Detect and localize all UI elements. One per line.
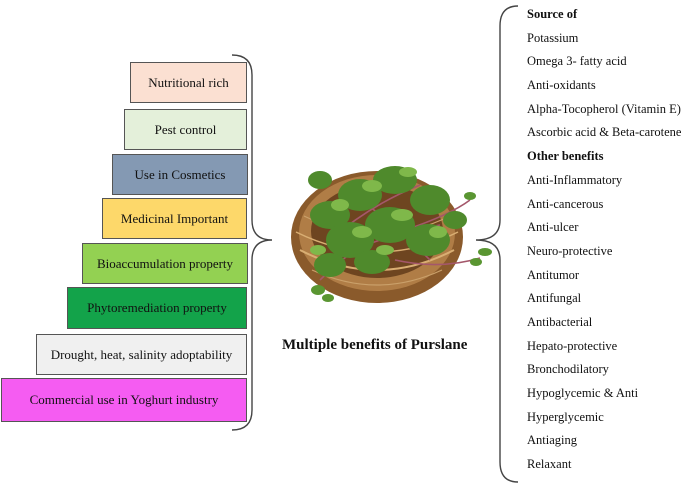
list-item: Antifungal: [527, 291, 582, 306]
list-header: Other benefits: [527, 149, 604, 164]
list-item: Anti-oxidants: [527, 78, 596, 93]
list-item: Potassium: [527, 30, 579, 45]
list-item: Antiaging: [527, 433, 577, 448]
list-header: Source of: [527, 7, 578, 21]
box-nutritional-rich: Nutritional rich: [130, 62, 247, 103]
list-item: Ascorbic acid & Beta-carotene: [527, 125, 682, 140]
box-phytoremediation-property: Phytoremediation property: [67, 287, 247, 329]
list-item: Alpha-Tocopherol (Vitamin E): [527, 101, 681, 116]
list-item: Bronchodilatory: [527, 362, 609, 377]
list-item: Anti-cancerous: [527, 196, 604, 211]
list-item: Omega 3- fatty acid: [527, 54, 627, 69]
list-item: Hepato-protective: [527, 338, 618, 353]
list-item: Anti-ulcer: [527, 220, 579, 235]
right-brace: [475, 5, 519, 483]
list-item: Neuro-protective: [527, 243, 613, 258]
list-item: Anti-Inflammatory: [527, 172, 623, 187]
box-medicinal-important: Medicinal Important: [102, 198, 247, 239]
box-pest-control: Pest control: [124, 109, 247, 150]
box-commercial-yoghurt: Commercial use in Yoghurt industry: [1, 378, 247, 422]
diagram-caption: Multiple benefits of Purslane: [282, 337, 468, 353]
list-item: Hyperglycemic: [527, 409, 604, 424]
list-item: Relaxant: [527, 457, 572, 472]
benefits-list: Source of Potassium Omega 3- fatty acid …: [527, 3, 681, 477]
list-item: Antibacterial: [527, 314, 593, 329]
box-bioaccumulation-property: Bioaccumulation property: [82, 243, 248, 284]
left-brace: [231, 54, 273, 431]
box-drought-heat-salinity: Drought, heat, salinity adoptability: [36, 334, 247, 375]
purslane-basket-image: [291, 166, 492, 303]
list-item: Antitumor: [527, 267, 580, 282]
list-item: Hypoglycemic & Anti: [527, 386, 639, 400]
box-use-in-cosmetics: Use in Cosmetics: [112, 154, 248, 195]
